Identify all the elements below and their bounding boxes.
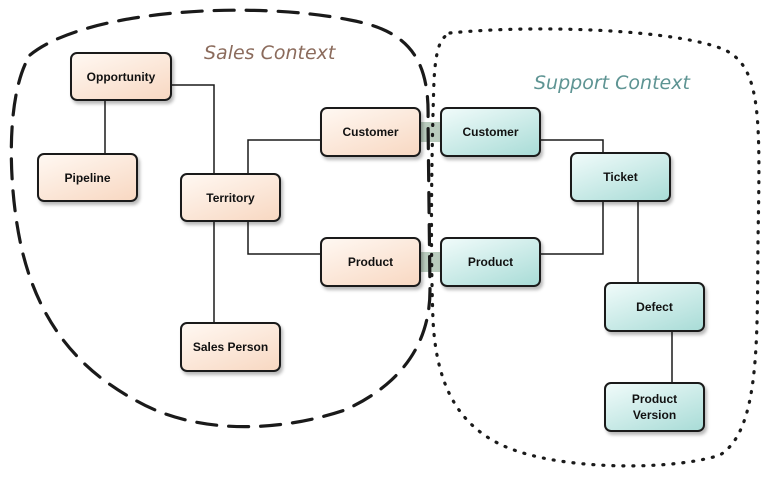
- shared-customer-link: [421, 122, 441, 142]
- edge-territory-customer: [247, 139, 321, 173]
- opportunity-node[interactable]: Opportunity: [70, 52, 172, 101]
- sales-person-node[interactable]: Sales Person: [180, 322, 281, 372]
- sales-customer-node[interactable]: Customer: [320, 107, 421, 157]
- defect-node[interactable]: Defect: [604, 282, 705, 332]
- edge-customer-ticket: [541, 139, 604, 153]
- support-context-boundary: [429, 27, 761, 468]
- sales-product-node[interactable]: Product: [320, 237, 421, 287]
- support-context-title: Support Context: [534, 72, 690, 94]
- edge-opportunity-territory: [172, 84, 215, 173]
- support-customer-node[interactable]: Customer: [440, 107, 541, 157]
- support-product-node[interactable]: Product: [440, 237, 541, 287]
- ticket-node[interactable]: Ticket: [570, 152, 671, 202]
- edge-product-ticket: [541, 202, 604, 255]
- territory-node[interactable]: Territory: [180, 173, 281, 222]
- pipeline-node[interactable]: Pipeline: [37, 153, 138, 202]
- product-version-node[interactable]: Product Version: [604, 382, 705, 432]
- sales-context-title: Sales Context: [204, 42, 336, 64]
- edge-territory-product: [247, 222, 321, 255]
